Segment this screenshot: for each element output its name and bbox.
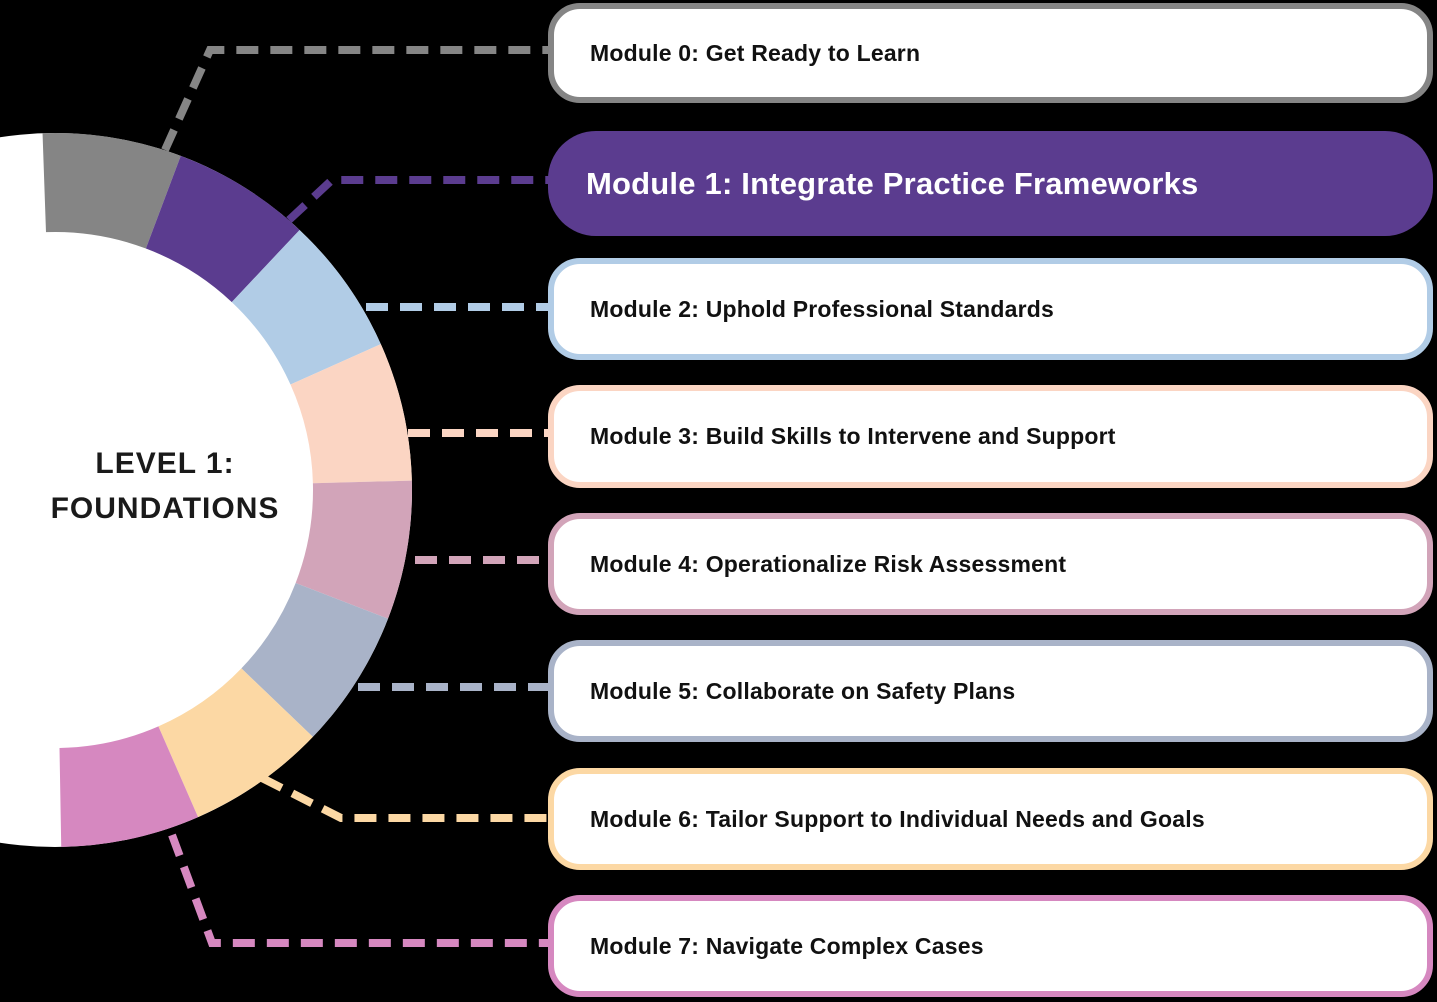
connector-1 xyxy=(286,176,550,223)
module-5-card: Module 5: Collaborate on Safety Plans xyxy=(548,640,1433,742)
ring-segment-2 xyxy=(231,229,381,385)
level-title: LEVEL 1: FOUNDATIONS xyxy=(10,441,320,531)
module-4-card: Module 4: Operationalize Risk Assessment xyxy=(548,513,1433,615)
module-1-card: Module 1: Integrate Practice Frameworks xyxy=(548,131,1433,236)
connector-0 xyxy=(161,46,550,152)
connector-6 xyxy=(260,774,550,822)
ring-segment-4 xyxy=(295,480,412,619)
module-6-label: Module 6: Tailor Support to Individual N… xyxy=(590,805,1205,832)
module-7-label: Module 7: Navigate Complex Cases xyxy=(590,932,984,959)
level-title-line1: LEVEL 1: xyxy=(95,447,235,480)
module-7-card: Module 7: Navigate Complex Cases xyxy=(548,895,1433,997)
ring-segment-3 xyxy=(290,344,412,484)
ring-segment-0 xyxy=(42,133,181,249)
ring-segment-5 xyxy=(241,582,389,737)
module-3-card: Module 3: Build Skills to Intervene and … xyxy=(548,385,1433,488)
module-5-label: Module 5: Collaborate on Safety Plans xyxy=(590,677,1016,704)
module-2-card: Module 2: Uphold Professional Standards xyxy=(548,258,1433,360)
module-0-card: Module 0: Get Ready to Learn xyxy=(548,3,1433,103)
connector-7 xyxy=(168,833,550,947)
module-1-label: Module 1: Integrate Practice Frameworks xyxy=(586,165,1199,201)
ring-segment-7 xyxy=(59,726,199,847)
level-title-line2: FOUNDATIONS xyxy=(50,492,280,525)
ring-segment-6 xyxy=(158,668,313,818)
module-3-label: Module 3: Build Skills to Intervene and … xyxy=(590,423,1116,449)
module-6-card: Module 6: Tailor Support to Individual N… xyxy=(548,768,1433,870)
module-0-label: Module 0: Get Ready to Learn xyxy=(590,39,921,66)
module-4-label: Module 4: Operationalize Risk Assessment xyxy=(590,550,1067,577)
module-2-label: Module 2: Uphold Professional Standards xyxy=(590,295,1055,322)
ring-segment-1 xyxy=(145,155,300,303)
